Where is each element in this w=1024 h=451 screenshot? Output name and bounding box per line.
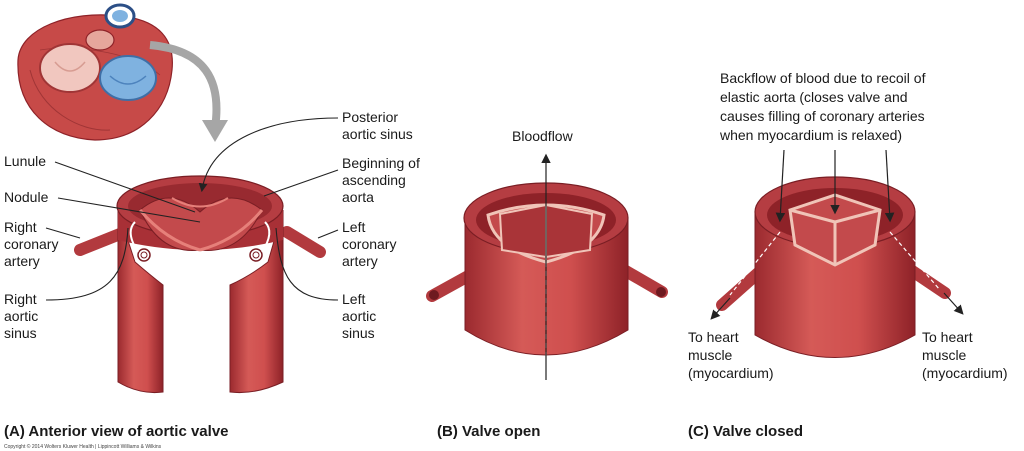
label-left-coronary-artery: Left coronary artery (342, 219, 400, 269)
panel-c-arrows (710, 149, 964, 320)
caption-panel-b: (B) Valve open (437, 423, 540, 440)
label-to-heart-left: To heart muscle (myocardium) (688, 329, 774, 381)
caption-panel-c: (C) Valve closed (688, 423, 803, 440)
label-lunule: Lunule (4, 153, 46, 169)
label-to-heart-right: To heart muscle (myocardium) (922, 329, 1008, 381)
panel-c-valve (716, 176, 951, 358)
label-bloodflow: Bloodflow (512, 128, 574, 144)
panel-a-labels: Posterior aortic sinus Lunule Nodule Beg… (4, 109, 424, 341)
panel-b-valve (426, 182, 668, 375)
copyright-text: Copyright © 2014 Wolters Kluwer Health |… (4, 443, 162, 450)
label-right-coronary-artery: Right coronary artery (4, 219, 62, 269)
heart-aortic-ring-icon (85, 29, 115, 51)
heart-valve-left-icon (39, 43, 101, 93)
panel-a-leaders (45, 117, 339, 301)
heart-illustration (17, 3, 173, 141)
label-left-aortic-sinus: Left aortic sinus (342, 291, 380, 341)
label-nodule: Nodule (4, 189, 49, 205)
curved-arrow-icon (149, 41, 228, 142)
heart-valve-right-icon (99, 55, 157, 101)
label-beginning-ascending-aorta: Beginning of ascending aorta (342, 155, 424, 205)
caption-panel-a: (A) Anterior view of aortic valve (4, 423, 229, 440)
label-right-aortic-sinus: Right aortic sinus (4, 291, 42, 341)
label-posterior-sinus: Posterior aortic sinus (342, 109, 413, 142)
panel-a-valve (74, 175, 326, 393)
label-backflow: Backflow of blood due to recoil of elast… (719, 70, 929, 143)
